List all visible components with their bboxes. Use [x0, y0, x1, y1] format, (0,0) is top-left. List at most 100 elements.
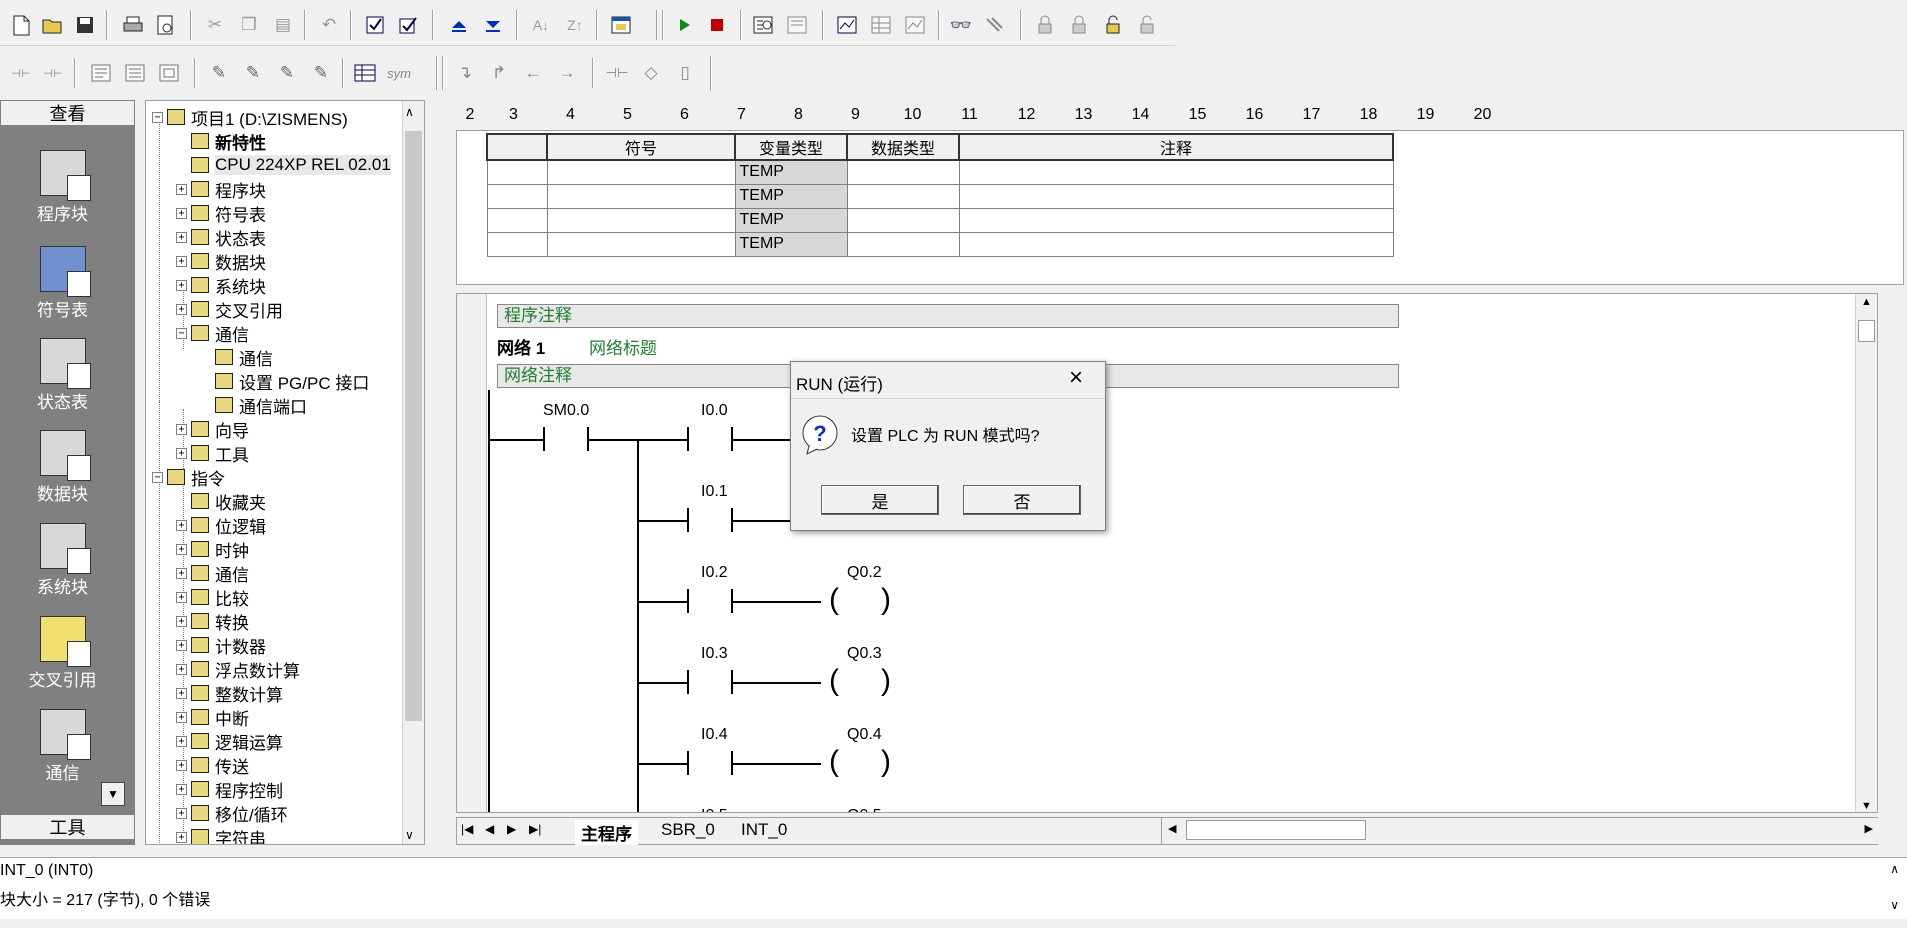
tree-item[interactable]: 新特性 [176, 129, 266, 153]
stmt-lad-icon[interactable]: ⊣⊢ [43, 67, 63, 80]
tree-item[interactable]: +位逻辑 [176, 513, 266, 537]
expand-icon[interactable]: + [176, 687, 187, 699]
tree-item[interactable]: +符号表 [176, 201, 266, 225]
editor-scroll-down-icon[interactable]: ▼ [1861, 800, 1872, 812]
row-header[interactable] [486, 231, 548, 257]
status-chart-icon[interactable] [748, 10, 778, 40]
bookmark-next-icon[interactable]: ✎ [245, 63, 261, 82]
expand-icon[interactable]: + [176, 615, 187, 627]
contact-i0-2[interactable] [687, 589, 689, 613]
tree-item[interactable]: −项目1 (D:\ZISMENS) [152, 105, 348, 129]
editor-vscroll[interactable]: ▲ ▼ [1855, 294, 1877, 812]
tree-item[interactable]: +计数器 [176, 633, 266, 657]
tree-item[interactable]: +字符串 [176, 825, 266, 844]
bookmark-prev-icon[interactable]: ✎ [279, 63, 295, 82]
copy-icon[interactable]: ❐ [241, 15, 257, 34]
tree-item[interactable]: +时钟 [176, 537, 249, 561]
sym-icon[interactable]: sym [387, 65, 411, 81]
hscroll-thumb[interactable] [1186, 820, 1366, 840]
expand-icon[interactable]: + [176, 663, 187, 675]
comment-cell[interactable] [958, 231, 1394, 257]
expand-icon[interactable]: + [176, 831, 187, 843]
output-scroll-up-icon[interactable]: ∧ [1890, 862, 1899, 876]
cut-icon[interactable]: ✂ [207, 15, 223, 34]
bookmark-clear-icon[interactable]: ✎ [313, 63, 329, 82]
tree-item[interactable]: +向导 [176, 417, 249, 441]
tree-item[interactable]: −指令 [152, 465, 225, 489]
tree-item[interactable]: +工具 [176, 441, 249, 465]
tab-int0[interactable]: INT_0 [741, 820, 788, 839]
bookmark-icon[interactable]: ✎ [211, 63, 227, 82]
tab-sbr0[interactable]: SBR_0 [661, 820, 715, 839]
contact-sm0-0[interactable] [543, 427, 545, 451]
data-type-cell[interactable] [846, 207, 960, 233]
tab-last-icon[interactable]: ▶| [529, 822, 542, 836]
scroll-down-icon[interactable]: ▼ [101, 782, 125, 806]
view-item-data-block[interactable]: 数据块 [0, 430, 125, 505]
contact-i0-0[interactable] [687, 427, 689, 451]
network-title[interactable]: 网络标题 [589, 339, 657, 358]
program-comment[interactable]: 程序注释 [497, 304, 1399, 328]
tree-item[interactable]: +交叉引用 [176, 297, 283, 321]
expand-icon[interactable]: + [176, 711, 187, 723]
tree-item[interactable]: −通信 [176, 321, 249, 345]
line-down-icon[interactable]: ↴ [457, 63, 473, 82]
collapse-icon[interactable]: − [176, 327, 187, 339]
row-header[interactable] [486, 159, 548, 185]
undo-icon[interactable]: ↶ [321, 15, 337, 34]
contact-label[interactable]: I0.1 [701, 483, 728, 500]
program-status-icon[interactable] [832, 10, 862, 40]
tree-item[interactable]: +浮点数计算 [176, 657, 300, 681]
trend-icon[interactable] [900, 10, 930, 40]
editor-scroll-thumb[interactable] [1858, 320, 1875, 342]
tree-item[interactable]: +整数计算 [176, 681, 283, 705]
tree-item[interactable]: 通信 [200, 345, 273, 369]
output-coil[interactable]: () [829, 747, 891, 780]
stl-view-icon[interactable] [120, 58, 150, 88]
tree-item[interactable]: +系统块 [176, 273, 266, 297]
expand-icon[interactable]: + [176, 639, 187, 651]
contact-label[interactable]: I0.3 [701, 645, 728, 662]
output-scroll-down-icon[interactable]: ∨ [1890, 898, 1899, 912]
lock2-icon[interactable] [1064, 10, 1094, 40]
view-panel-tools[interactable]: 工具 [0, 814, 135, 840]
tree-item[interactable]: CPU 224XP REL 02.01 [176, 153, 391, 177]
expand-icon[interactable]: + [176, 759, 187, 771]
stop-icon[interactable] [702, 10, 732, 40]
tree-item[interactable]: +中断 [176, 705, 249, 729]
output-coil[interactable]: () [829, 585, 891, 618]
collapse-icon[interactable]: − [152, 471, 163, 483]
row-header[interactable] [486, 207, 548, 233]
expand-icon[interactable]: + [176, 183, 187, 195]
collapse-icon[interactable]: − [152, 111, 163, 123]
expand-icon[interactable]: + [176, 303, 187, 315]
tree-item[interactable]: 收藏夹 [176, 489, 266, 513]
tree-scroll-thumb[interactable] [405, 131, 422, 721]
view-item-symbol-table[interactable]: 符号表 [0, 246, 125, 321]
upload-icon[interactable] [444, 10, 474, 40]
tree-scroll-up-icon[interactable]: ∧ [405, 105, 414, 119]
contact-i0-4[interactable] [687, 751, 689, 775]
options-icon[interactable] [606, 10, 636, 40]
coil-icon[interactable]: ◇ [644, 63, 658, 82]
view-item-cross-reference[interactable]: 交叉引用 [0, 616, 125, 691]
tree-item[interactable]: +状态表 [176, 225, 266, 249]
force-icon[interactable] [980, 10, 1010, 40]
contact-i0-3[interactable] [687, 670, 689, 694]
expand-icon[interactable]: + [176, 807, 187, 819]
line-up-icon[interactable]: ↱ [491, 63, 507, 82]
expand-icon[interactable]: + [176, 279, 187, 291]
view-item-communications[interactable]: 通信 [0, 709, 125, 784]
contact-label[interactable]: I0.2 [701, 564, 728, 581]
tree-item[interactable]: +通信 [176, 561, 249, 585]
symbol-cell[interactable] [546, 183, 736, 209]
run-icon[interactable] [670, 10, 700, 40]
tree-item[interactable]: +程序块 [176, 177, 266, 201]
hscroll-right-icon[interactable]: ▶ [1864, 823, 1873, 835]
symbol-cell[interactable] [546, 159, 736, 185]
comment-cell[interactable] [958, 207, 1394, 233]
no-button[interactable]: 否 [963, 485, 1081, 515]
tree-item[interactable]: +数据块 [176, 249, 266, 273]
comment-cell[interactable] [958, 183, 1394, 209]
